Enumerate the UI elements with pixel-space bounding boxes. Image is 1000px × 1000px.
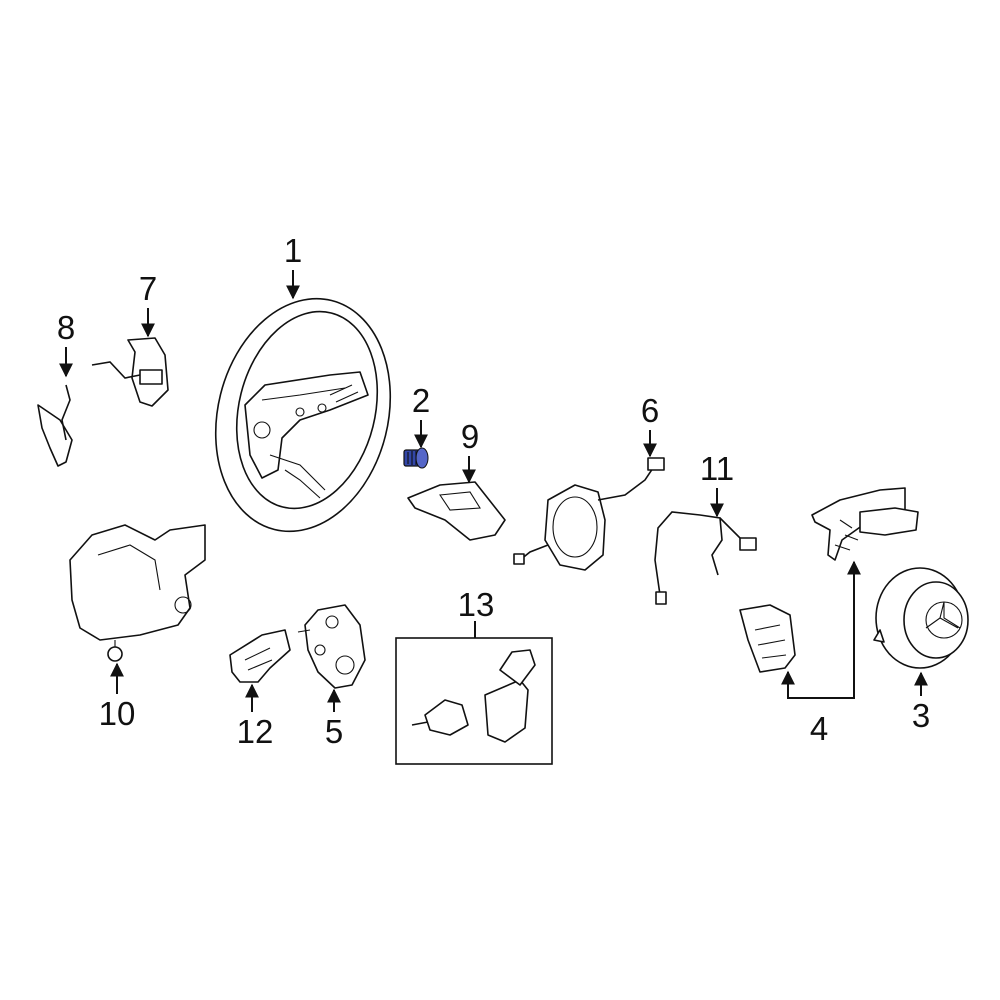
leader-4a [781,670,819,699]
part-11-harness[interactable] [654,511,757,605]
callout-7[interactable]: 7 [139,270,157,307]
callout-10[interactable]: 10 [99,695,136,732]
callout-11[interactable]: 11 [700,450,734,487]
callout-6[interactable]: 6 [641,392,659,429]
callout-3[interactable]: 3 [912,697,930,734]
callout-8[interactable]: 8 [57,309,75,346]
callout-5[interactable]: 5 [325,713,343,750]
leader-4b [819,560,861,699]
callout-4[interactable]: 4 [810,710,828,747]
callout-2[interactable]: 2 [412,382,430,419]
callout-12[interactable]: 12 [237,713,274,750]
callout-labels: 1 2 3 4 5 6 7 8 9 10 11 12 13 [57,232,930,750]
part-1-steering-wheel[interactable] [192,280,414,550]
leader-lines [59,270,928,712]
part-6-clock-spring[interactable] [513,457,665,571]
part-7-module[interactable] [91,337,169,407]
part-2-screw[interactable] [403,447,429,469]
callout-9[interactable]: 9 [461,418,479,455]
part-8-paddle[interactable] [37,384,73,467]
part-13-kit[interactable] [395,637,553,765]
part-5-plate[interactable] [297,604,366,689]
callout-13[interactable]: 13 [458,586,495,623]
part-12-switch[interactable] [229,629,291,683]
callout-1[interactable]: 1 [284,232,302,269]
part-4-switch-covers[interactable] [739,487,919,673]
part-9-trim-cover[interactable] [407,481,506,541]
part-10-column-shroud[interactable] [69,524,206,662]
part-3-airbag[interactable] [873,567,969,669]
